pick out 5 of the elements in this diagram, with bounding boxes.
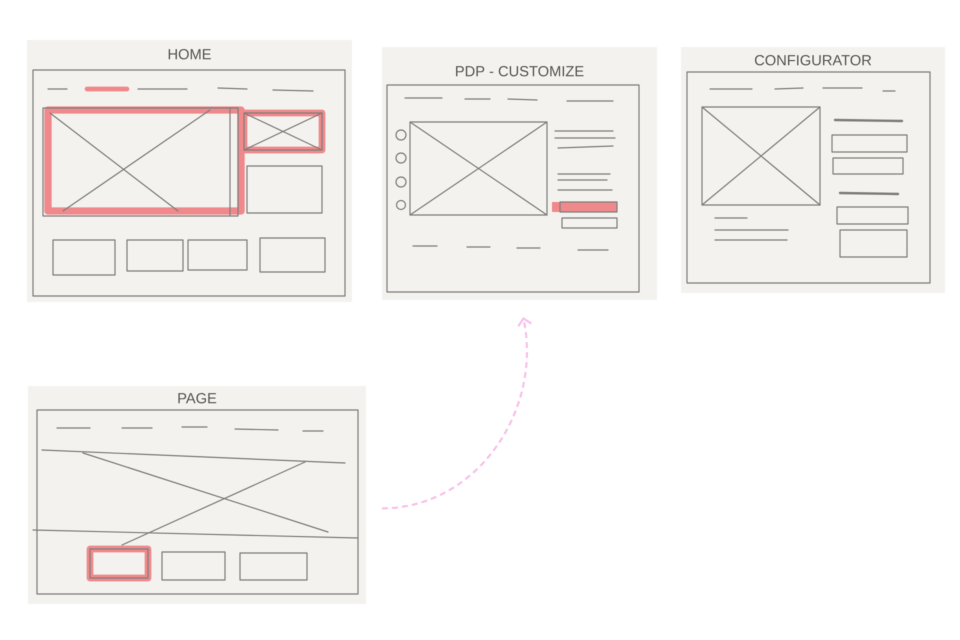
paper-card: PAGE <box>28 386 366 604</box>
paper-card: PDP - CUSTOMIZE <box>382 47 657 300</box>
paper-card: HOME <box>27 40 352 302</box>
arrow <box>382 316 532 510</box>
paper-card: CONFIGURATOR <box>681 47 945 293</box>
